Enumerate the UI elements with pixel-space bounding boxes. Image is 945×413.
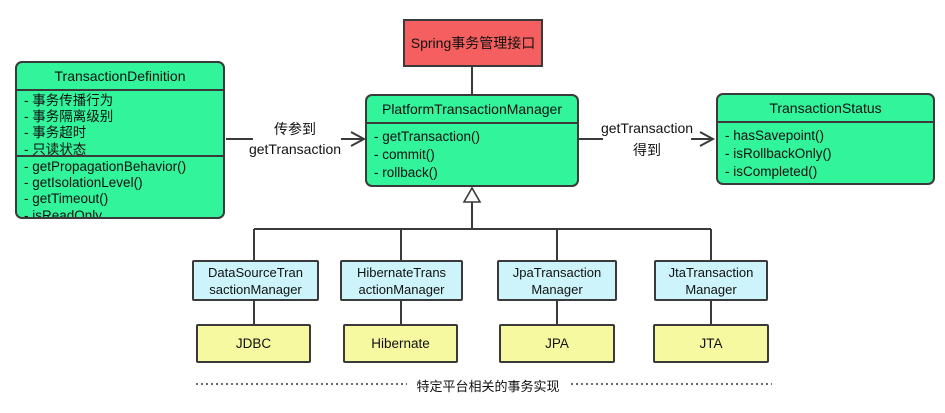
attribute-item: - 只读状态	[24, 141, 87, 157]
platform-label: Hibernate	[371, 336, 430, 351]
platform-box-hibernate: Hibernate	[343, 324, 458, 363]
impl-box-jpa-transaction-manager: JpaTransaction Manager	[497, 260, 617, 301]
impl-label-line: JtaTransaction	[668, 264, 754, 280]
impl-box-datasource-transaction-manager: DataSourceTran sactionManager	[192, 260, 319, 301]
attribute-item: - 事务传播行为	[24, 93, 114, 108]
arrowhead-right-icon	[699, 131, 716, 147]
class-name: TransactionDefinition	[17, 63, 223, 91]
attribute-item: - 事务超时	[24, 125, 87, 141]
impl-box-jta-transaction-manager: JtaTransaction Manager	[654, 260, 768, 301]
platform-label: JTA	[699, 336, 723, 351]
class-methods: - getTransaction() - commit() - rollback…	[367, 124, 577, 182]
method-item: - rollback()	[374, 165, 438, 180]
edge-label-pass-to: 传参到	[274, 121, 316, 137]
impl-label-line: actionManager	[358, 281, 445, 297]
method-item: - isCompleted()	[725, 164, 818, 179]
edge-label-get-method: getTransaction	[600, 120, 694, 136]
inheritance-triangle-icon	[462, 186, 482, 203]
impl-box-hibernate-transaction-manager: HibernateTrans actionManager	[340, 260, 463, 301]
class-attributes: - 事务传播行为 - 事务隔离级别 - 事务超时 - 只读状态	[17, 91, 223, 157]
arrowhead-right-icon	[350, 131, 367, 147]
impl-label-line: Manager	[531, 281, 583, 297]
attribute-item: - 事务隔离级别	[24, 109, 114, 125]
method-item: - getPropagationBehavior()	[24, 159, 187, 174]
impl-label-line: Manager	[685, 281, 737, 297]
method-item: - getTransaction()	[374, 129, 481, 144]
impl-label-line: sactionManager	[209, 281, 302, 297]
platform-label: JPA	[545, 336, 569, 351]
class-name: PlatformTransactionManager	[367, 96, 577, 124]
class-methods: - hasSavepoint() - isRollbackOnly() - is…	[718, 123, 933, 181]
method-item: - commit()	[374, 147, 435, 162]
footer-caption: 特定平台相关的事务实现	[407, 376, 569, 395]
method-item: - isRollbackOnly()	[725, 146, 832, 161]
platform-box-jdbc: JDBC	[196, 324, 311, 363]
class-box-transaction-definition: TransactionDefinition - 事务传播行为 - 事务隔离级别 …	[15, 61, 225, 219]
impl-label-line: DataSourceTran	[208, 264, 303, 280]
class-methods: - getPropagationBehavior() - getIsolatio…	[17, 157, 223, 219]
class-box-platform-transaction-manager: PlatformTransactionManager - getTransact…	[365, 94, 579, 187]
method-item: - getTimeout()	[24, 191, 109, 207]
class-name: TransactionStatus	[718, 95, 933, 123]
class-box-transaction-status: TransactionStatus - hasSavepoint() - isR…	[716, 93, 935, 185]
method-item: - getIsolationLevel()	[24, 175, 143, 191]
method-item: - isReadOnly	[24, 207, 103, 219]
interface-label: Spring事务管理接口	[410, 35, 536, 51]
platform-box-jta: JTA	[653, 324, 769, 363]
interface-box: Spring事务管理接口	[403, 19, 543, 67]
platform-box-jpa: JPA	[499, 324, 615, 363]
impl-label-line: HibernateTrans	[356, 264, 447, 280]
platform-label: JDBC	[235, 336, 272, 351]
impl-label-line: JpaTransaction	[512, 264, 602, 280]
edge-label-get-result: 得到	[633, 142, 661, 158]
edge-label-pass-method: getTransaction	[248, 141, 342, 157]
method-item: - hasSavepoint()	[725, 128, 825, 143]
